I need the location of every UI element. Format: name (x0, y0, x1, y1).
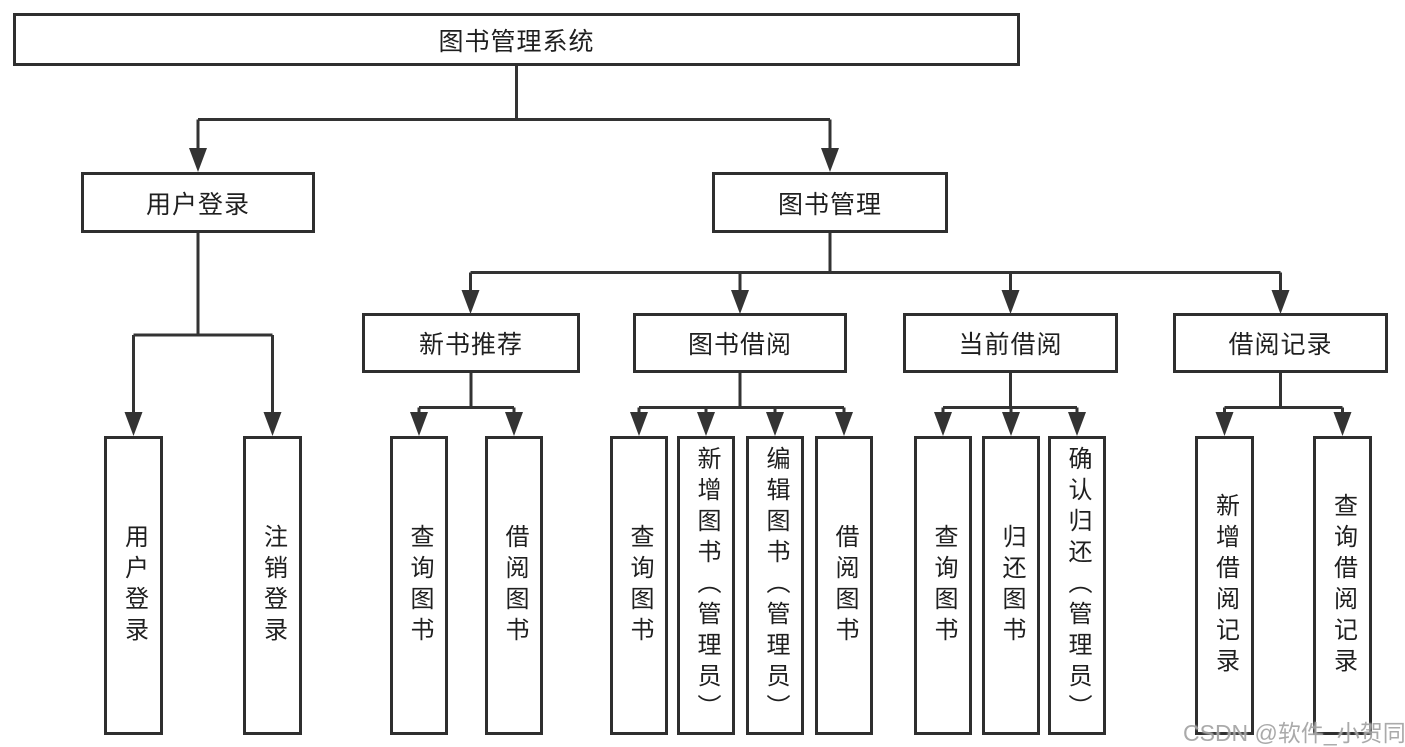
node-library-management-system: 图书管理系统 (13, 13, 1020, 66)
leaf-logout-login: 注销登录 (243, 436, 302, 735)
leaf-borrowing-borrow-books: 借阅图书 (815, 436, 873, 735)
node-borrowing-records: 借阅记录 (1173, 313, 1388, 373)
leaf-current-confirm-return-admin: 确认归还（管理员） (1048, 436, 1106, 735)
leaf-label: 用户登录 (120, 523, 148, 648)
node-label: 当前借阅 (958, 331, 1063, 359)
leaf-label: 新增借阅记录 (1211, 492, 1239, 679)
node-user-login: 用户登录 (81, 172, 315, 233)
node-label: 图书借阅 (687, 331, 792, 359)
leaf-label: 新增图书（管理员） (693, 446, 720, 725)
leaf-label: 查询图书 (626, 523, 653, 648)
node-label: 图书管理 (777, 190, 882, 219)
leaf-label: 归还图书 (998, 523, 1025, 648)
leaf-label: 确认归还（管理员） (1064, 446, 1091, 725)
leaf-label: 查询图书 (930, 523, 957, 648)
node-label: 图书管理系统 (438, 27, 595, 56)
node-book-management: 图书管理 (712, 172, 948, 233)
leaf-borrowing-edit-books-admin: 编辑图书（管理员） (746, 436, 804, 735)
leaf-borrowing-query-books: 查询图书 (610, 436, 668, 735)
leaf-label: 查询图书 (406, 523, 433, 648)
node-book-borrowing: 图书借阅 (633, 313, 847, 373)
node-current-borrowing: 当前借阅 (903, 313, 1118, 373)
node-label: 借阅记录 (1228, 331, 1333, 359)
leaf-newbooks-query-books: 查询图书 (390, 436, 448, 735)
leaf-records-query-borrow-record: 查询借阅记录 (1313, 436, 1372, 735)
leaf-label: 编辑图书（管理员） (762, 446, 789, 725)
leaf-current-return-books: 归还图书 (982, 436, 1040, 735)
node-label: 新书推荐 (418, 331, 523, 359)
leaf-newbooks-borrow-books: 借阅图书 (485, 436, 543, 735)
leaf-records-add-borrow-record: 新增借阅记录 (1195, 436, 1254, 735)
leaf-current-query-books: 查询图书 (914, 436, 972, 735)
leaf-label: 借阅图书 (501, 523, 528, 648)
leaf-label: 注销登录 (259, 523, 287, 648)
leaf-borrowing-add-books-admin: 新增图书（管理员） (677, 436, 735, 735)
leaf-label: 借阅图书 (831, 523, 858, 648)
node-label: 用户登录 (145, 190, 250, 219)
leaf-user-login: 用户登录 (104, 436, 163, 735)
leaf-label: 查询借阅记录 (1329, 492, 1357, 679)
watermark-text: CSDN @软件_小贺同学 (1183, 720, 1405, 746)
node-new-book-recommend: 新书推荐 (362, 313, 580, 373)
